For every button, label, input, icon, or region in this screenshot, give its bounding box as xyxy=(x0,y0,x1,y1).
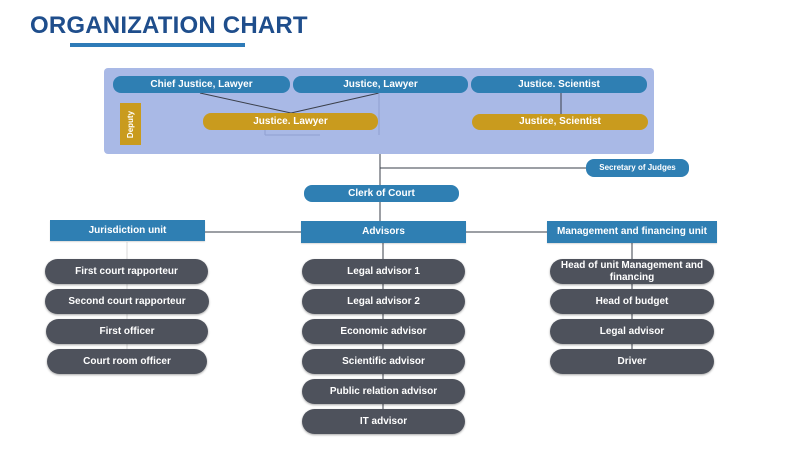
page-title: ORGANIZATION CHART xyxy=(30,12,308,39)
member-first-officer[interactable]: First officer xyxy=(46,319,208,344)
judge-justice-scientist[interactable]: Justice. Scientist xyxy=(471,76,647,93)
member-driver[interactable]: Driver xyxy=(550,349,714,374)
deputy-justice-lawyer[interactable]: Justice. Lawyer xyxy=(203,113,378,130)
member-legal-advisor-2[interactable]: Legal advisor 2 xyxy=(302,289,465,314)
unit-advisors[interactable]: Advisors xyxy=(301,221,466,243)
judge-justice-lawyer[interactable]: Justice, Lawyer xyxy=(293,76,468,93)
member-it-advisor[interactable]: IT advisor xyxy=(302,409,465,434)
member-public-relation-advisor[interactable]: Public relation advisor xyxy=(302,379,465,404)
member-head-of-unit-management[interactable]: Head of unit Management and financing xyxy=(550,259,714,284)
member-legal-advisor-1[interactable]: Legal advisor 1 xyxy=(302,259,465,284)
member-court-room-officer[interactable]: Court room officer xyxy=(47,349,207,374)
member-legal-advisor[interactable]: Legal advisor xyxy=(550,319,714,344)
member-economic-advisor[interactable]: Economic advisor xyxy=(302,319,465,344)
judge-chief-justice-lawyer[interactable]: Chief Justice, Lawyer xyxy=(113,76,290,93)
connector-chief-to-deputy xyxy=(199,92,292,114)
deputy-label: Deputy xyxy=(126,110,135,138)
member-scientific-advisor[interactable]: Scientific advisor xyxy=(302,349,465,374)
member-first-court-rapporteur[interactable]: First court rapporteur xyxy=(45,259,208,284)
title-underline xyxy=(70,43,245,47)
deputy-label-box: Deputy xyxy=(120,103,141,145)
secretary-of-judges[interactable]: Secretary of Judges xyxy=(586,159,689,177)
member-second-court-rapporteur[interactable]: Second court rapporteur xyxy=(45,289,209,314)
unit-jurisdiction[interactable]: Jurisdiction unit xyxy=(50,220,205,241)
member-head-of-budget[interactable]: Head of budget xyxy=(550,289,714,314)
unit-management-financing[interactable]: Management and financing unit xyxy=(547,221,717,243)
deputy-justice-scientist[interactable]: Justice, Scientist xyxy=(472,114,648,130)
connector-justice-to-deputy xyxy=(290,92,380,114)
clerk-of-court[interactable]: Clerk of Court xyxy=(304,185,459,202)
